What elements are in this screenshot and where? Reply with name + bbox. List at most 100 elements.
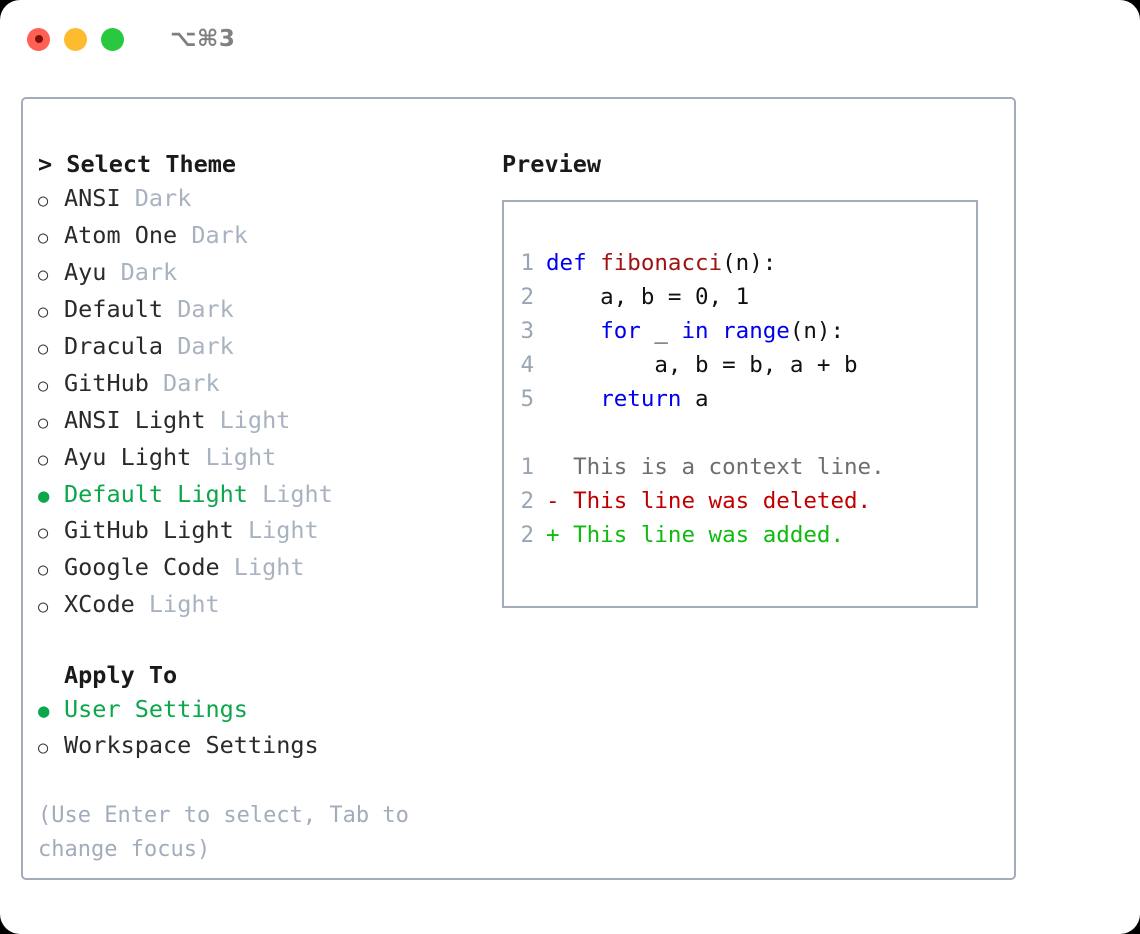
theme-variant-badge: Light [247, 516, 319, 544]
theme-name: GitHub Light [64, 516, 234, 544]
code-token: a [681, 386, 709, 412]
theme-variant-badge: Dark [120, 258, 178, 286]
radio-unselected-icon[interactable]: ○ [38, 191, 49, 211]
code-token [546, 386, 600, 412]
radio-unselected-icon[interactable]: ○ [38, 376, 49, 396]
theme-name: ANSI Light [64, 406, 206, 434]
line-number: 1 [520, 250, 534, 276]
theme-name-spacer [135, 587, 149, 621]
theme-list-item[interactable]: ○ANSI Dark [38, 181, 488, 218]
apply-to-item[interactable]: ○Workspace Settings [38, 728, 488, 765]
code-token: return [600, 386, 682, 412]
code-token [546, 318, 600, 344]
radio-selected-icon[interactable]: ● [38, 700, 50, 722]
theme-picker-column: > Select Theme ○ANSI Dark○Atom One Dark○… [38, 147, 488, 867]
apply-to-item[interactable]: ●User Settings [38, 692, 488, 728]
theme-list-item[interactable]: ○ ANSI Light Light [38, 403, 488, 440]
theme-name-spacer [121, 181, 135, 215]
theme-list-item[interactable]: ○XCode Light [38, 587, 488, 624]
section-spacer [38, 624, 488, 658]
theme-name: Default [64, 295, 164, 323]
theme-list[interactable]: ○ ANSI Dark ○ Atom One Dark ○ Ayu Dark ○ Defaul… [38, 181, 488, 624]
preview-heading: Preview [502, 150, 602, 178]
diff-sign: + [546, 522, 560, 548]
line-number: 2 [520, 522, 534, 548]
code-token: (n): [722, 250, 777, 276]
code-token: a, b = b, a + b [546, 352, 858, 378]
code-token: in [681, 318, 709, 344]
radio-unselected-icon[interactable]: ○ [38, 597, 49, 617]
theme-name-spacer [205, 403, 219, 437]
line-number: 2 [520, 488, 534, 514]
apply-to-heading: Apply To [64, 661, 178, 689]
theme-list-item[interactable]: ○ Ayu Dark [38, 255, 488, 292]
theme-variant-badge: Dark [163, 369, 220, 397]
theme-name: Atom One [64, 221, 178, 249]
code-line-text: return a [546, 382, 709, 416]
radio-unselected-icon[interactable]: ○ [38, 560, 49, 580]
radio-unselected-icon[interactable]: ○ [38, 228, 49, 248]
code-diff-spacer [504, 416, 976, 450]
line-number: 5 [520, 386, 534, 412]
line-number: 4 [520, 352, 534, 378]
diff-line-text: This is a context line. [559, 454, 885, 480]
theme-variant-badge: Dark [177, 295, 234, 323]
theme-list-item[interactable]: ○ GitHub Dark [38, 366, 488, 403]
window-controls [27, 27, 124, 51]
minimize-button[interactable] [64, 27, 87, 51]
theme-list-item[interactable]: ○Dracula Dark [38, 329, 488, 366]
theme-name-spacer [163, 292, 177, 326]
theme-list-item[interactable]: ○ Ayu Light Light [38, 440, 488, 477]
theme-list-item[interactable]: ○ Default Dark [38, 292, 488, 329]
radio-unselected-icon[interactable]: ○ [38, 738, 49, 758]
maximize-button[interactable] [101, 27, 124, 51]
theme-name: Ayu Light [64, 443, 192, 471]
radio-unselected-icon[interactable]: ○ [38, 339, 49, 359]
keyboard-shortcut-label: ⌥⌘3 [170, 26, 236, 52]
theme-name-spacer [248, 477, 262, 511]
main-panel: > Select Theme ○ANSI Dark○Atom One Dark○… [21, 97, 1016, 880]
apply-to-list[interactable]: ●User Settings○Workspace Settings [38, 692, 488, 765]
radio-unselected-icon[interactable]: ○ [38, 523, 49, 543]
code-token: def [546, 250, 587, 276]
theme-list-item[interactable]: ● Default Light Light [38, 477, 488, 513]
radio-selected-icon[interactable]: ● [38, 485, 50, 507]
theme-name-spacer [177, 218, 191, 252]
theme-name: Default Light [64, 480, 248, 508]
theme-variant-badge: Light [233, 553, 305, 581]
diff-sign [546, 450, 560, 484]
diff-line-text: This line was added. [559, 522, 845, 548]
code-token: _ [640, 318, 682, 344]
code-line-text: def fibonacci(n): [546, 246, 776, 280]
theme-variant-badge: Light [205, 443, 277, 471]
code-line-text: a, b = b, a + b [546, 348, 858, 382]
close-button[interactable] [27, 27, 50, 51]
diff-line: 2 + This line was added. [504, 518, 976, 552]
theme-variant-badge: Light [219, 406, 291, 434]
radio-unselected-icon[interactable]: ○ [38, 413, 49, 433]
theme-list-item[interactable]: ○ GitHub Light Light [38, 513, 488, 550]
theme-list-item[interactable]: ○Google Code Light [38, 550, 488, 587]
code-token [587, 250, 601, 276]
radio-unselected-icon[interactable]: ○ [38, 302, 49, 322]
code-line: 4 a, b = b, a + b [504, 348, 976, 382]
theme-variant-badge: Light [262, 480, 333, 508]
code-token [709, 318, 723, 344]
radio-unselected-icon[interactable]: ○ [38, 450, 49, 470]
theme-list-item[interactable]: ○Atom One Dark [38, 218, 488, 255]
code-line: 3 for _ in range(n): [504, 314, 976, 348]
diff-line: 2- This line was deleted. [504, 484, 976, 518]
theme-name: Dracula [64, 332, 164, 360]
code-token: for [600, 318, 641, 344]
theme-name-spacer [220, 550, 234, 584]
theme-name: Ayu [64, 258, 107, 286]
radio-unselected-icon[interactable]: ○ [38, 265, 49, 285]
theme-name-spacer [234, 513, 248, 547]
theme-name: ANSI [64, 184, 121, 212]
theme-name-spacer [149, 366, 163, 400]
theme-name: GitHub [64, 369, 149, 397]
